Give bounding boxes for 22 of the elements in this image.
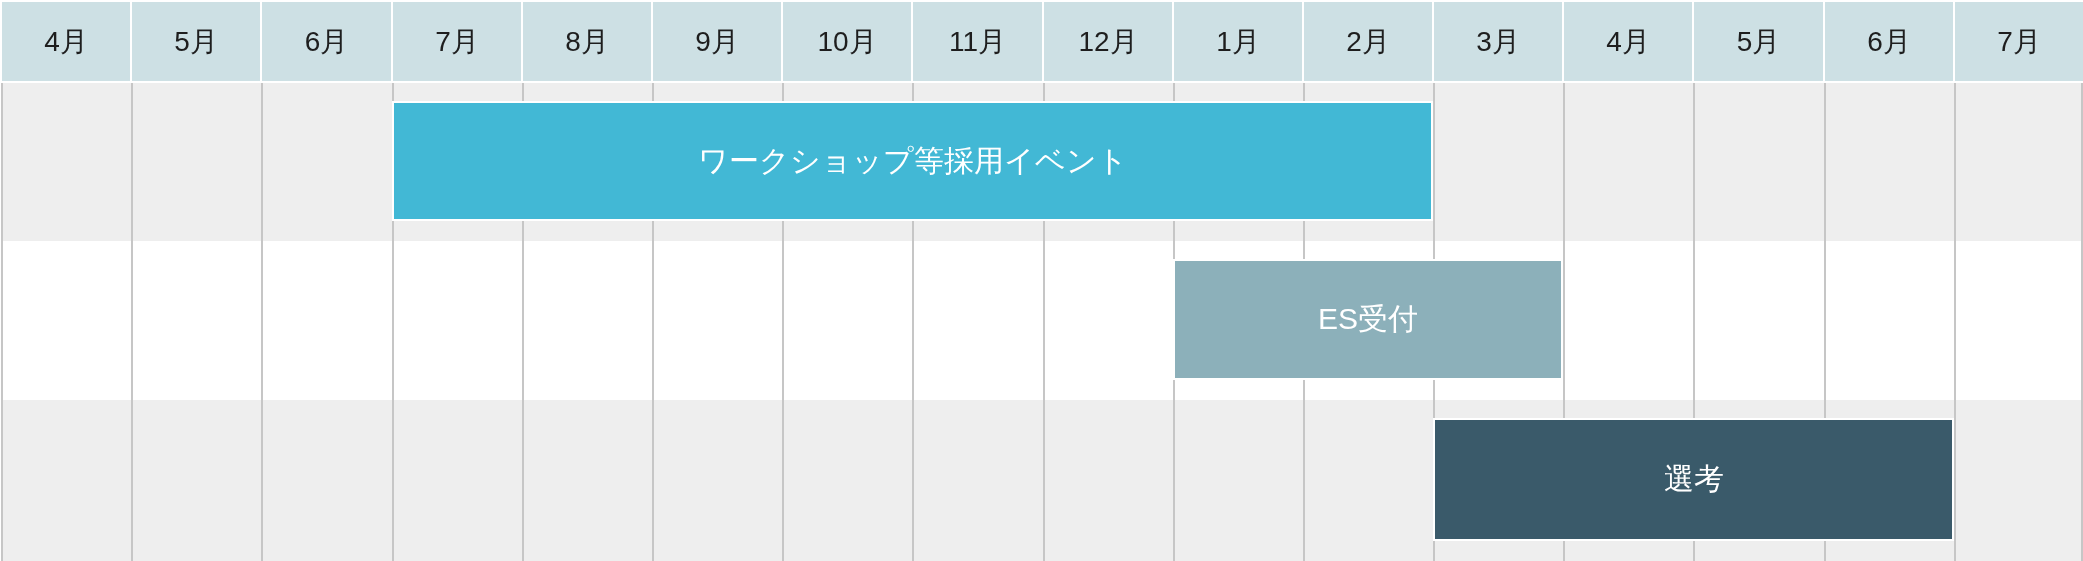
gantt-bar [1173, 259, 1563, 380]
month-header: 2月 [1304, 2, 1432, 81]
bar-label: 選考 [1663, 461, 1724, 497]
month-header: 4月 [2, 2, 130, 81]
bar-label: ES受付 [1318, 301, 1418, 337]
month-header: 6月 [262, 2, 391, 81]
month-header: 7月 [1955, 2, 2083, 81]
month-header: 5月 [1694, 2, 1823, 81]
month-header: 5月 [132, 2, 260, 81]
month-header: 6月 [1825, 2, 1953, 81]
month-header: 9月 [653, 2, 781, 81]
month-header: 10月 [783, 2, 911, 81]
gantt-bar [392, 101, 1433, 221]
month-header: 4月 [1564, 2, 1692, 81]
month-header: 1月 [1174, 2, 1302, 81]
bar-label: ワークショップ等採用イベント [697, 142, 1128, 179]
gantt-bar [1433, 418, 1954, 541]
month-header: 7月 [393, 2, 521, 81]
month-header: 3月 [1434, 2, 1562, 81]
month-header: 8月 [523, 2, 651, 81]
month-header: 12月 [1044, 2, 1172, 81]
month-header: 11月 [913, 2, 1042, 81]
